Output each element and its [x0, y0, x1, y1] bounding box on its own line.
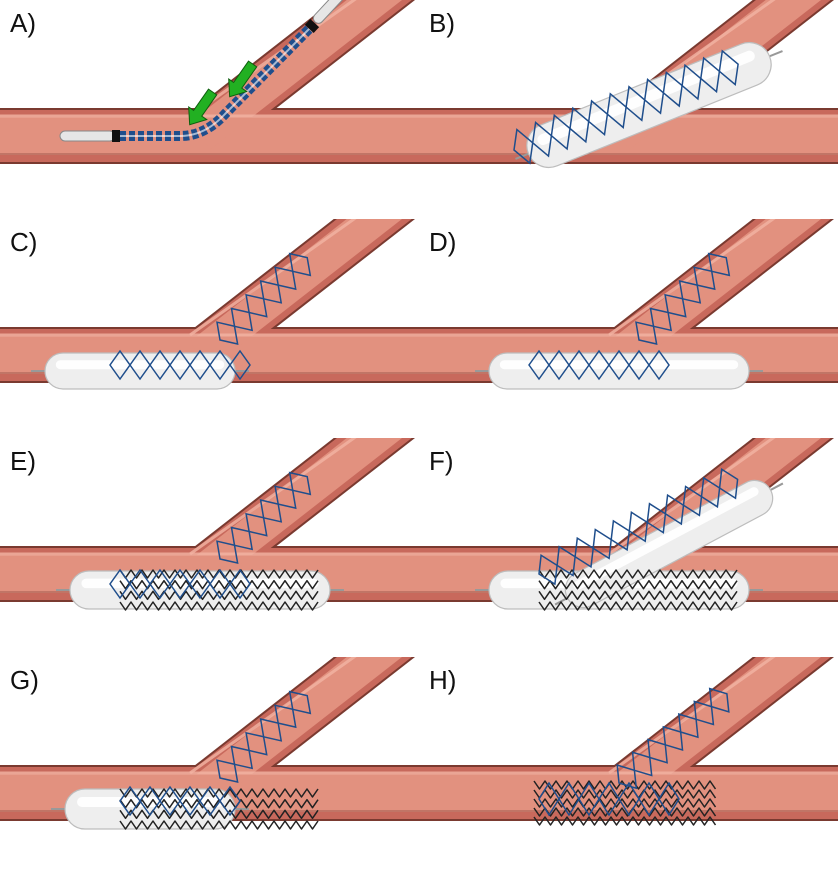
panel-proximal-optimization: G) — [0, 657, 419, 876]
panel-illustration — [419, 0, 838, 219]
panel-label: B) — [429, 8, 455, 39]
panel-label: A) — [10, 8, 36, 39]
panel-illustration — [419, 438, 838, 657]
panel-final-result: H) — [419, 657, 838, 876]
vessel — [0, 219, 419, 373]
vessel — [0, 0, 419, 154]
panel-delivery: A) — [0, 0, 419, 219]
panel-label: G) — [10, 665, 39, 696]
panel-kissing-balloons: F) — [419, 438, 838, 657]
panel-main-branch-balloon-full: D) — [419, 219, 838, 438]
panel-illustration — [0, 657, 419, 876]
balloon — [475, 353, 763, 389]
panel-label: C) — [10, 227, 37, 258]
panel-label: H) — [429, 665, 456, 696]
panel-label: D) — [429, 227, 456, 258]
balloon — [51, 789, 249, 829]
panel-side-branch-inflation: B) — [419, 0, 838, 219]
vessel — [0, 438, 419, 592]
panel-main-stent-crossing: E) — [0, 438, 419, 657]
panel-label: E) — [10, 446, 36, 477]
panel-illustration — [0, 438, 419, 657]
vessel — [419, 219, 838, 373]
panel-illustration — [0, 219, 419, 438]
panel-label: F) — [429, 446, 454, 477]
panel-illustration — [0, 0, 419, 219]
panel-illustration — [419, 219, 838, 438]
panel-illustration — [419, 657, 838, 876]
panel-main-branch-balloon-proximal: C) — [0, 219, 419, 438]
balloon — [31, 353, 249, 389]
